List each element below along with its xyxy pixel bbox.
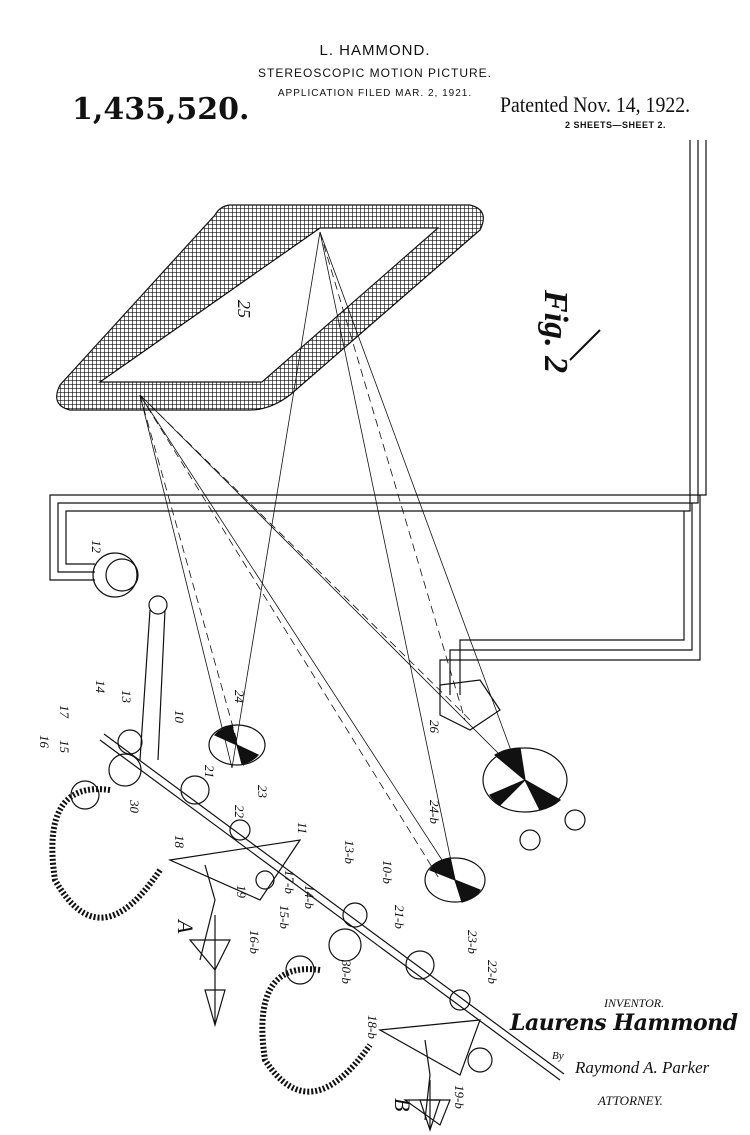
ref-17b: 17-b: [282, 870, 297, 894]
ref-10: 10: [172, 710, 187, 724]
ref-18b: 18-b: [365, 1015, 380, 1039]
ref-16: 16: [37, 735, 52, 749]
ref-21: 21: [202, 765, 217, 778]
figure-label: Fig. 2: [537, 289, 574, 373]
ref-23: 23: [255, 785, 270, 799]
ref-19b: 19-b: [452, 1085, 467, 1109]
filing-date: APPLICATION FILED MAR. 2, 1921.: [277, 88, 473, 99]
ref-13: 13: [119, 690, 134, 704]
inventor-signature: Laurens Hammond: [510, 1010, 738, 1036]
ref-19: 19: [234, 885, 249, 899]
inventor-name: L. HAMMOND.: [319, 42, 431, 59]
ref-24: 24: [232, 690, 247, 704]
ref-25: 25: [234, 300, 254, 318]
wires: [49, 140, 707, 695]
ref-10b: 10-b: [380, 860, 395, 884]
patent-title: STEREOSCOPIC MOTION PICTURE.: [257, 66, 492, 80]
ref-15: 15: [57, 740, 72, 754]
ref-24b: 24-b: [427, 800, 442, 824]
ref-21b: 21-b: [392, 905, 407, 929]
ref-18: 18: [172, 835, 187, 849]
ref-17: 17: [57, 705, 72, 719]
ref-30: 30: [127, 799, 142, 814]
ref-14b: 14-b: [302, 885, 317, 909]
ref-11: 11: [295, 822, 310, 834]
ref-26: 26: [427, 720, 442, 734]
ref-23b: 23-b: [465, 930, 480, 954]
ref-30b: 30-b: [339, 959, 354, 984]
ref-14: 14: [93, 680, 108, 694]
ref-16b: 16-b: [247, 930, 262, 954]
patented-date: Patented Nov. 14, 1922.: [500, 92, 691, 117]
sheet-count: 2 SHEETS—SHEET 2.: [565, 120, 667, 130]
ref-15b: 15-b: [277, 905, 292, 929]
ref-13b: 13-b: [342, 840, 357, 864]
ref-12: 12: [89, 540, 104, 554]
screen-frame: [56, 204, 484, 411]
ref-B: B: [390, 1098, 415, 1111]
patent-number: 1,435,520.: [72, 92, 250, 127]
inventor-label: INVENTOR.: [604, 996, 665, 1010]
ref-22b: 22-b: [485, 960, 500, 984]
ref-22: 22: [232, 805, 247, 819]
ref-A: A: [173, 918, 198, 934]
attorney-signature: Raymond A. Parker: [575, 1058, 710, 1077]
attorney-label: ATTORNEY.: [598, 1093, 663, 1108]
by-label: By: [552, 1050, 564, 1062]
